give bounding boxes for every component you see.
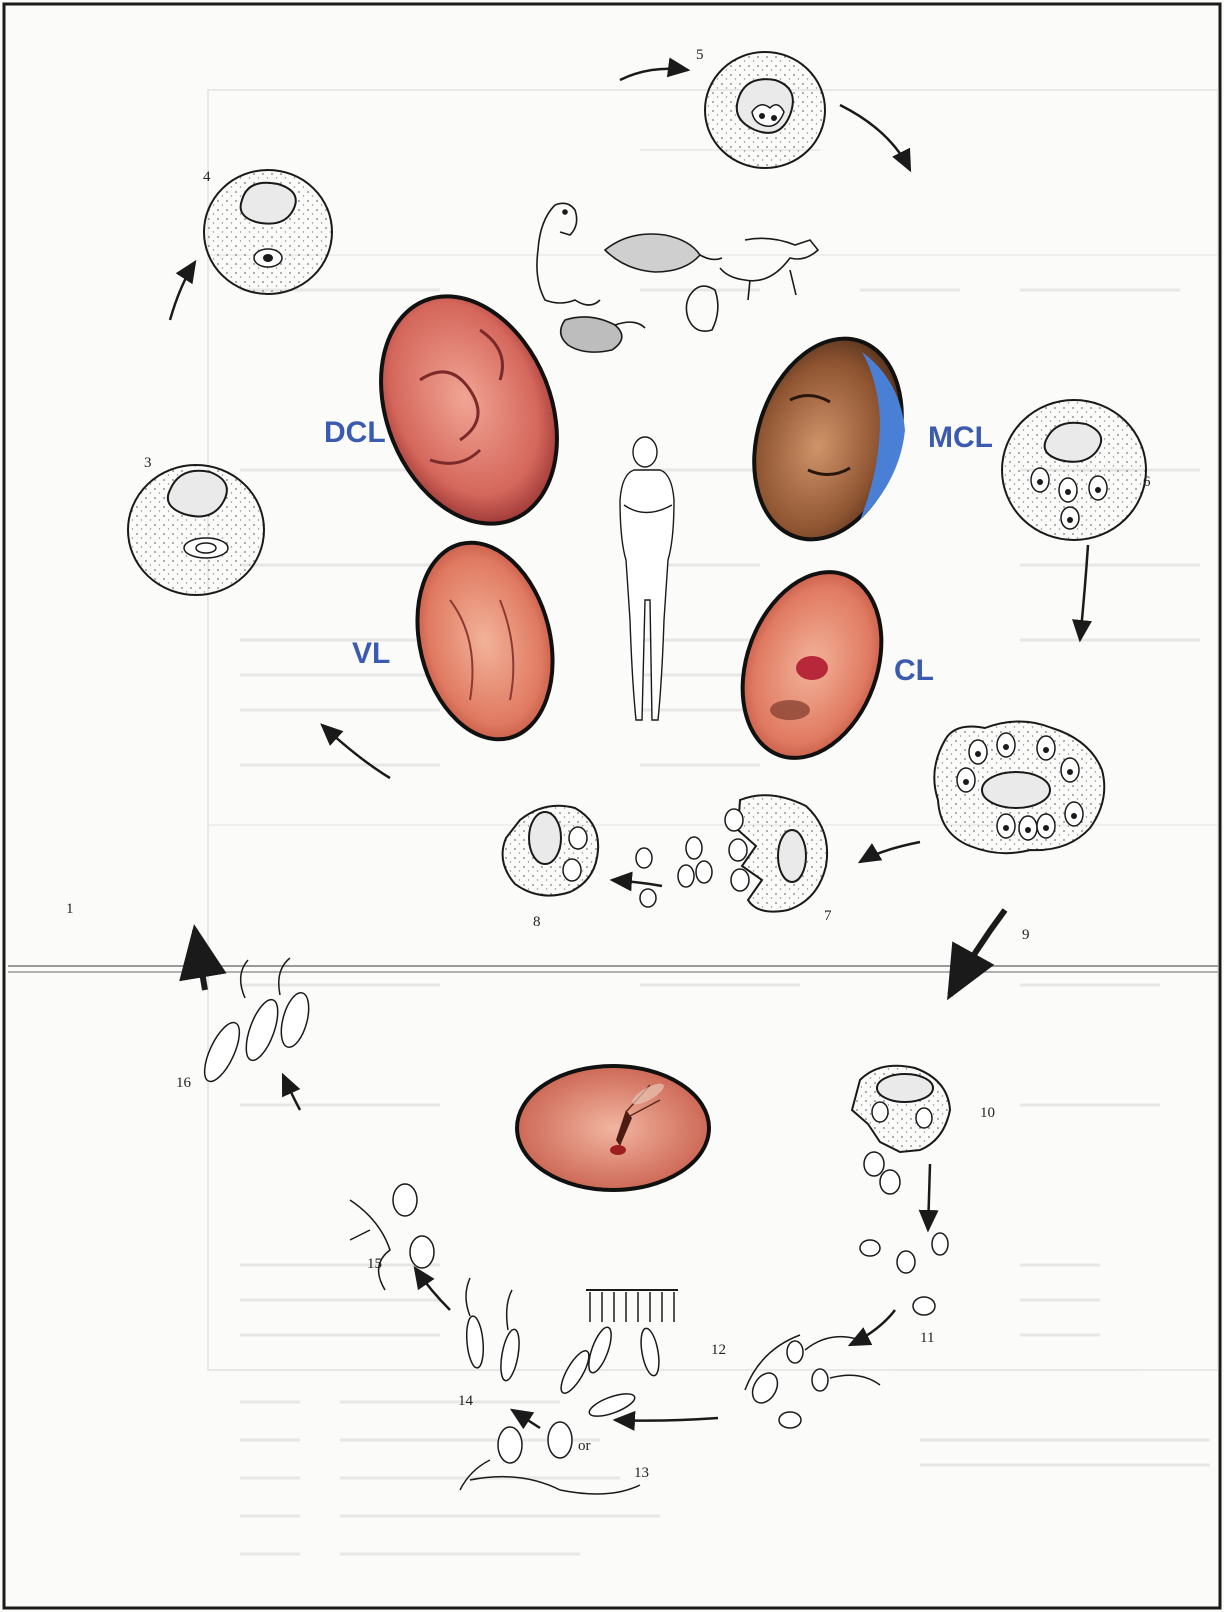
stage-5-macrophage — [705, 52, 825, 168]
stage-label: 7 — [824, 908, 832, 924]
stage-15-promastigotes — [350, 1184, 434, 1290]
stage-13-promastigotes — [460, 1422, 640, 1494]
stage-12-gut-promastigotes — [556, 1290, 678, 1421]
clinical-label-mcl: MCL — [928, 421, 993, 454]
stage-label: 4 — [203, 169, 211, 185]
stage-11-amastigotes — [860, 1233, 948, 1315]
stage-16-promastigotes — [198, 958, 314, 1086]
vl-photo — [398, 528, 573, 754]
clinical-label-cl: CL — [894, 654, 934, 687]
stage-label: 8 — [533, 914, 541, 930]
page-divider — [8, 966, 1218, 972]
stage-label: 11 — [920, 1330, 934, 1346]
stage-label: 3 — [144, 455, 152, 471]
stage-4-macrophage — [204, 170, 332, 294]
clinical-label-vl: VL — [352, 637, 390, 670]
reservoir-animals-icon — [537, 203, 818, 352]
stage-label: 10 — [980, 1105, 995, 1121]
stage-10-macrophage — [852, 1066, 950, 1194]
stage-label: 1 — [66, 901, 74, 917]
stage-label: 9 — [1022, 927, 1030, 943]
mcl-photo — [730, 319, 927, 558]
stage-label: 14 — [458, 1393, 474, 1409]
stage-14-metacyclic-promastigotes — [465, 1278, 523, 1382]
stage-9-macrophage — [934, 722, 1104, 854]
stage-6-macrophage — [1002, 400, 1146, 540]
stage-label: 13 — [634, 1465, 649, 1481]
stage-label: 16 — [176, 1075, 192, 1091]
sandfly-photo-icon — [517, 1066, 709, 1190]
cl-photo — [718, 553, 906, 778]
stage-11b-promastigotes — [745, 1335, 880, 1428]
stage-3-macrophage — [128, 465, 264, 595]
stage-7-ruptured-macrophage — [678, 795, 827, 911]
human-figure-icon — [620, 437, 674, 720]
or-label: or — [578, 1438, 591, 1454]
stage-label: 12 — [711, 1342, 726, 1358]
stage-label: 15 — [367, 1256, 382, 1272]
stage-label: 6 — [1143, 474, 1151, 490]
dcl-photo — [349, 270, 589, 550]
stage-label: 5 — [696, 47, 704, 63]
stage-8-macrophage — [503, 806, 656, 907]
clinical-label-dcl: DCL — [324, 416, 386, 449]
